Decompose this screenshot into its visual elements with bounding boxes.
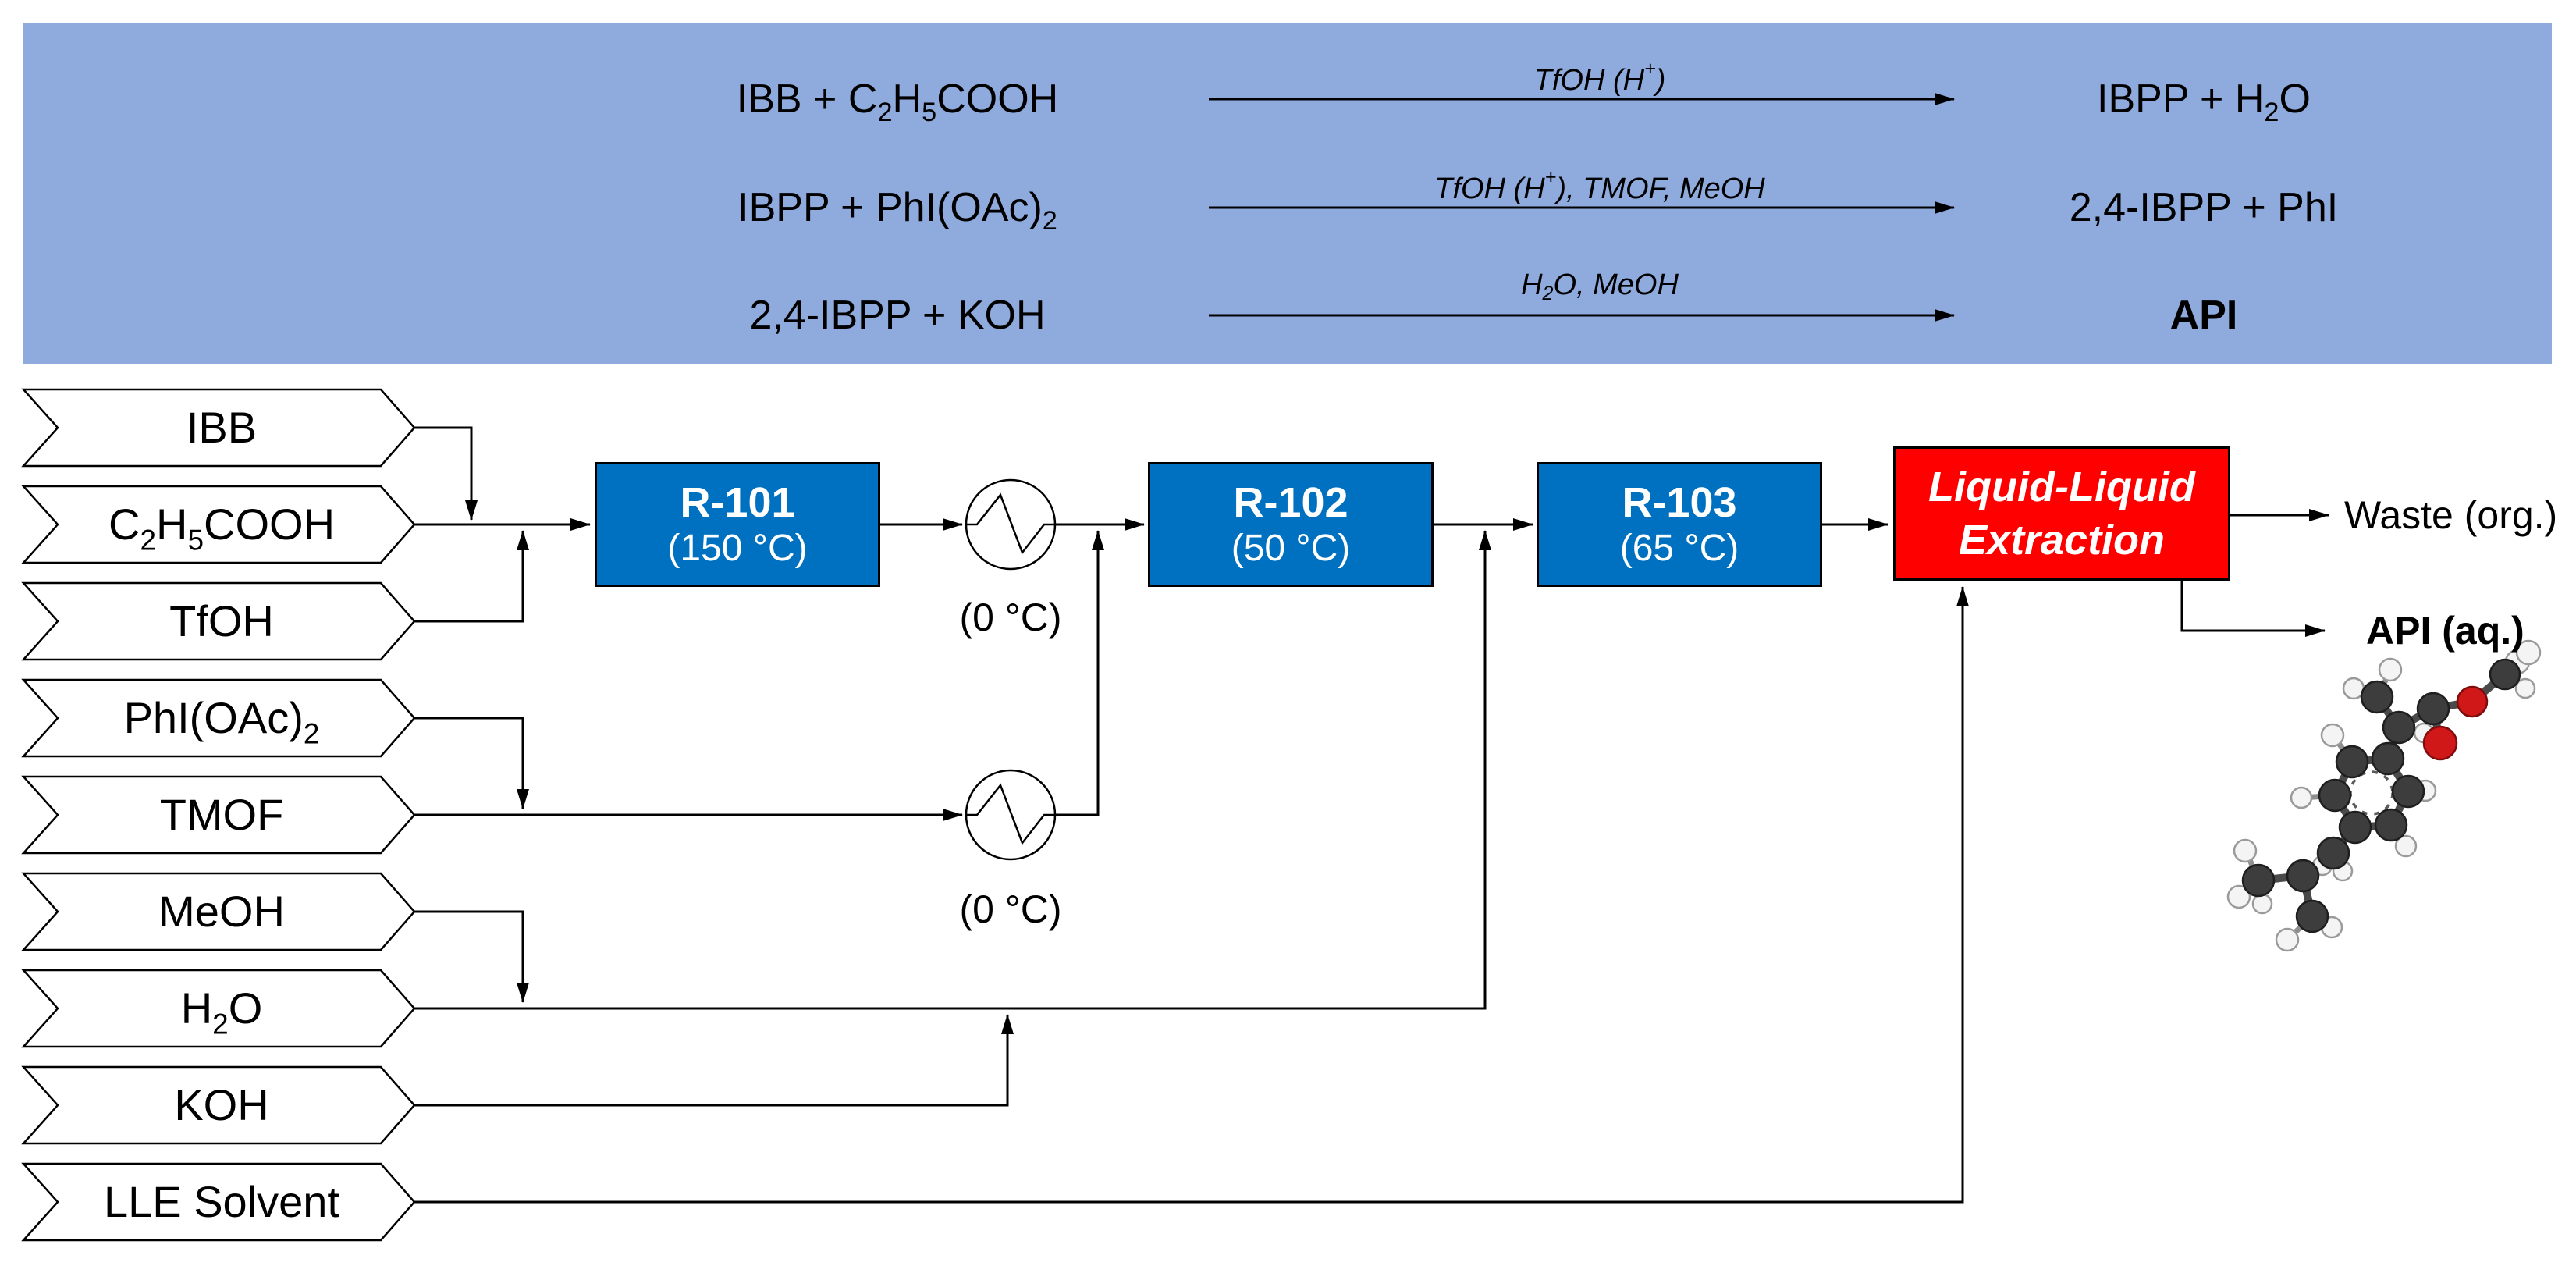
- heat-exchanger-2-icon: [965, 769, 1057, 861]
- reactor-r103-name: R-103: [1622, 479, 1737, 526]
- liquid-liquid-extraction-block: Liquid-Liquid Extraction: [1893, 446, 2230, 581]
- reactor-r101-name: R-101: [680, 479, 795, 526]
- connector-api-out: [2180, 581, 2326, 637]
- chevron-shape-phioac2: [21, 678, 416, 758]
- stream-label-phioac2: PhI(OAc)2: [123, 693, 320, 750]
- reactor-r101-temp: (150 °C): [667, 528, 808, 569]
- chevron-shape-h2o: [21, 969, 416, 1048]
- stream-label-lle-solvent: LLE Solvent: [104, 1177, 339, 1226]
- lle-label-line2: Extraction: [1958, 517, 2166, 564]
- waste-output-label: Waste (org.): [2344, 493, 2558, 537]
- chevron-shape-tfoh: [21, 581, 416, 661]
- stream-label-c2h5cooh: C2H5COOH: [108, 500, 336, 556]
- reactor-r102-name: R-102: [1233, 479, 1348, 526]
- reaction-arrows: [1209, 93, 1955, 322]
- reactor-r101-block: R-101 (150 °C): [595, 462, 880, 587]
- reactor-r103-block: R-103 (65 °C): [1537, 462, 1822, 587]
- reaction-3-reactants: 2,4-IBPP + KOH: [749, 293, 1046, 338]
- reaction-scheme-banner: [23, 23, 2552, 364]
- connector-lle-solvent: [414, 586, 1969, 1204]
- api-output-label: API (aq.): [2366, 609, 2524, 653]
- reactor-r102-temp: (50 °C): [1231, 528, 1351, 569]
- stream-label-h2o: H2O: [180, 983, 263, 1040]
- reaction-1-reactants: IBB + C2H5COOH: [736, 76, 1059, 128]
- heat-exchanger-2-temp-label: (0 °C): [959, 887, 1062, 931]
- chevron-shape-koh: [21, 1065, 416, 1145]
- reaction-3-products: API: [2169, 293, 2238, 338]
- reaction-2-products: 2,4-IBPP + PhI: [2069, 185, 2339, 230]
- connector-h2o: [414, 530, 1491, 1010]
- heat-exchanger-1-temp-label: (0 °C): [959, 596, 1062, 639]
- stream-label-koh: KOH: [174, 1080, 269, 1129]
- connector-koh: [414, 1014, 1014, 1107]
- connector-ibb: [414, 426, 478, 521]
- stream-label-ibb: IBB: [186, 403, 258, 452]
- connector-phioac2: [414, 717, 529, 809]
- stream-label-meoh: MeOH: [158, 887, 285, 936]
- stream-label-tfoh: TfOH: [169, 596, 274, 645]
- lle-label-line1: Liquid-Liquid: [1928, 464, 2195, 510]
- chevron-shape-lle-solvent: [21, 1162, 416, 1242]
- connector-meoh: [414, 910, 529, 1003]
- connector-tfoh: [414, 530, 529, 623]
- chevron-shape-tmof: [21, 775, 416, 855]
- reaction-2-reactants: IBPP + PhI(OAc)2: [737, 185, 1057, 236]
- reaction-3-conditions: H2O, MeOH: [1521, 268, 1679, 304]
- chevron-shape-ibb: [21, 388, 416, 468]
- flow-connectors: [414, 426, 2329, 1204]
- stream-label-tmof: TMOF: [159, 790, 284, 839]
- reaction-1-products: IBPP + H2O: [2097, 76, 2311, 128]
- heat-exchanger-1-icon: [965, 478, 1057, 571]
- chevron-shape-meoh: [21, 872, 416, 951]
- molecule-illustration: [2226, 639, 2542, 952]
- reactor-r103-temp: (65 °C): [1619, 528, 1739, 569]
- connector-hx2-riser: [1055, 530, 1104, 816]
- stream-chevrons: [21, 388, 416, 1242]
- reactor-r102-block: R-102 (50 °C): [1148, 462, 1434, 587]
- chevron-shape-c2h5cooh: [21, 485, 416, 564]
